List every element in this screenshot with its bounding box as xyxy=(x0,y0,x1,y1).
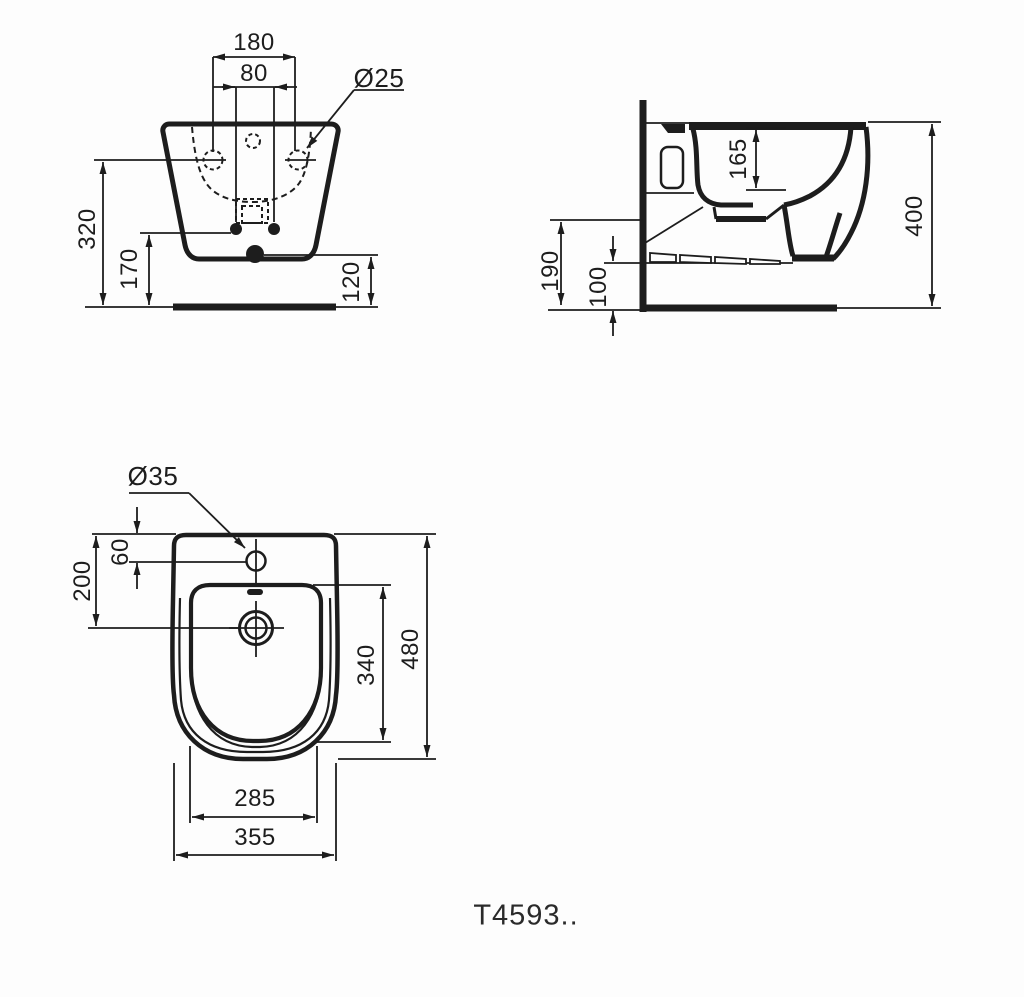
side-drain-shelf xyxy=(712,203,785,222)
plan-bowl-opening xyxy=(188,582,324,744)
front-dim-80-label: 80 xyxy=(240,60,268,87)
front-dimension-120 xyxy=(264,254,378,305)
front-dimension-320 xyxy=(94,159,226,305)
front-dimension-170 xyxy=(140,232,231,305)
side-dim-400-label: 400 xyxy=(901,195,928,237)
plan-dimension-340 xyxy=(313,584,391,743)
front-hole-diameter-label: Ø25 xyxy=(353,63,405,93)
plan-dimension-285 xyxy=(189,746,318,823)
front-supply-point-left xyxy=(230,223,242,235)
side-dimension-400 xyxy=(868,121,941,306)
front-drain-point xyxy=(246,245,264,263)
plan-dimension-480 xyxy=(334,533,436,760)
front-dimension-180 xyxy=(212,53,296,152)
plan-view xyxy=(88,492,436,861)
side-outlet xyxy=(781,204,843,262)
side-fixing-hole xyxy=(659,145,685,190)
side-dimension-190 xyxy=(548,219,643,311)
plan-dim-60-label: 60 xyxy=(107,538,134,566)
front-hole-leader xyxy=(306,89,404,149)
side-bowl-front-inner xyxy=(783,126,854,208)
plan-taphole-diameter-label: Ø35 xyxy=(127,461,179,491)
plan-dimension-60 xyxy=(92,507,247,589)
plan-dimension-355 xyxy=(173,763,337,861)
front-dim-180-label: 180 xyxy=(233,29,275,56)
front-dim-320-label: 320 xyxy=(74,208,101,250)
front-view xyxy=(85,53,404,311)
plan-dim-340-label: 340 xyxy=(353,644,380,686)
plan-overflow-slot xyxy=(247,589,263,595)
front-supply-point-right xyxy=(268,223,280,235)
plan-dim-355-label: 355 xyxy=(234,824,276,851)
front-tap-hole-hidden xyxy=(245,133,261,149)
plan-rim-edge xyxy=(178,597,332,754)
plan-dim-200-label: 200 xyxy=(69,560,96,602)
side-dim-100-label: 100 xyxy=(585,266,612,308)
front-bidet-outline xyxy=(160,121,341,262)
side-dim-190-label: 190 xyxy=(537,250,564,292)
side-bidet-outer-profile xyxy=(831,126,871,261)
front-dimension-80 xyxy=(213,83,297,222)
side-view xyxy=(548,100,941,336)
side-dim-165-label: 165 xyxy=(725,138,752,180)
plan-taphole-leader xyxy=(129,492,246,549)
front-bowl-hidden-edge xyxy=(191,126,312,204)
plan-bowl-outer-edge xyxy=(189,671,323,749)
side-underside-ribs xyxy=(604,206,793,265)
model-code: T4593.. xyxy=(473,899,579,932)
plan-dim-285-label: 285 xyxy=(234,785,276,812)
plan-dimension-200 xyxy=(88,536,240,629)
side-rim-wedge xyxy=(661,124,685,133)
plan-dim-480-label: 480 xyxy=(397,628,424,670)
front-dim-120-label: 120 xyxy=(338,261,365,303)
front-dim-170-label: 170 xyxy=(116,248,143,290)
side-dimension-165 xyxy=(746,127,786,191)
side-bowl-wall xyxy=(690,128,753,208)
plan-tap-hole xyxy=(245,539,267,584)
